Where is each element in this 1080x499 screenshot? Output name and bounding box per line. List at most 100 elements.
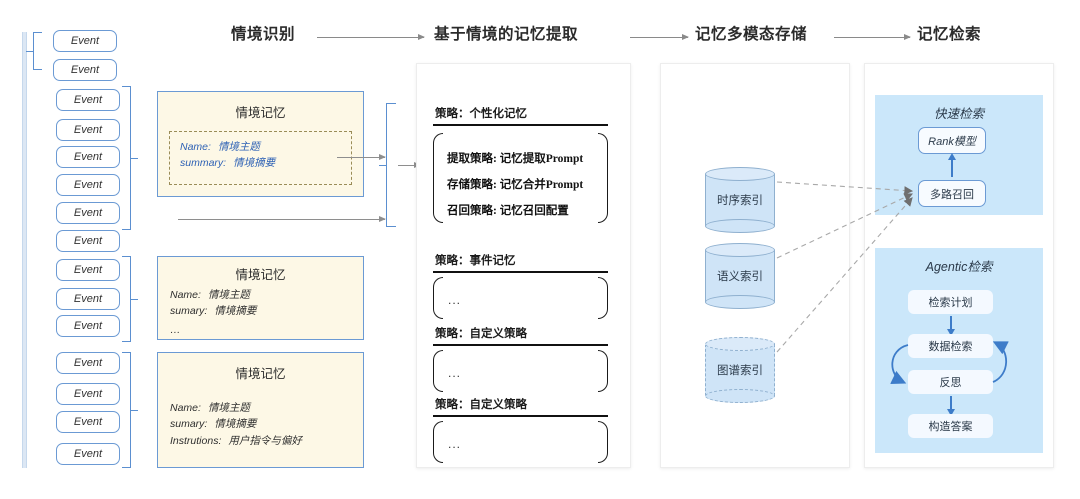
event-box[interactable]: Event xyxy=(56,174,120,196)
cylinder-bottom xyxy=(705,219,775,233)
strategy-rule-1 xyxy=(433,124,608,127)
context-memory-card-3[interactable]: 情境记忆 Name: 情境主题 sumary: 情境摘要 Instrutions… xyxy=(157,352,364,468)
card-row-value: 情境主题 xyxy=(207,289,250,301)
stage-arrow-3 xyxy=(834,33,911,40)
card-row-value: 用户指令与偏好 xyxy=(228,434,302,447)
card-row-key: summary: xyxy=(180,157,227,170)
strategy-rule-3 xyxy=(433,344,608,347)
strategy-row-1-2: 存储策略: 记忆合并Prompt xyxy=(447,176,583,192)
event-box[interactable]: Event xyxy=(56,230,120,252)
strategy-brace-right-3 xyxy=(598,350,608,392)
card-row-key: … xyxy=(170,323,181,336)
card-row-value: 情境摘要 xyxy=(233,157,276,170)
card-title: 情境记忆 xyxy=(235,268,286,282)
event-box[interactable]: Event xyxy=(56,288,120,310)
event-stream-rail xyxy=(22,32,27,468)
event-box[interactable]: Event xyxy=(56,443,120,465)
fast-node-multi-recall[interactable]: 多路召回 xyxy=(918,180,986,207)
fast-node-rank-model[interactable]: Rank模型 xyxy=(918,127,986,154)
strategy-title-1: 策略：个性化记忆 xyxy=(435,108,527,120)
stage-label-3: 记忆多模态存储 xyxy=(695,26,808,43)
strategy-placeholder-3: ... xyxy=(448,366,462,380)
stage-arrow-1 xyxy=(317,33,425,40)
event-box[interactable]: Event xyxy=(56,146,120,168)
card-row-key: sumary: xyxy=(170,305,208,318)
card-detail-box: Name: 情境主题 summary: 情境摘要 xyxy=(169,131,352,185)
stage-arrow-2 xyxy=(630,33,689,40)
card-row-value: 情境主题 xyxy=(217,141,260,153)
event-box[interactable]: Event xyxy=(56,259,120,281)
agentic-node-answer[interactable]: 构造答案 xyxy=(908,414,993,438)
event-box[interactable]: Event xyxy=(56,89,120,111)
agentic-node-reflect[interactable]: 反思 xyxy=(908,370,993,394)
stage-label-4: 记忆检索 xyxy=(917,26,982,43)
cylinder-bottom xyxy=(705,389,775,403)
event-box[interactable]: Event xyxy=(56,411,120,433)
event-box[interactable]: Event xyxy=(53,59,117,81)
cylinder-body xyxy=(705,250,775,302)
rank-arrow xyxy=(948,153,955,177)
strategy-row-value: 记忆合并Prompt xyxy=(499,179,584,191)
event-box[interactable]: Event xyxy=(56,119,120,141)
event-group-bracket-1 xyxy=(33,32,42,70)
event-box[interactable]: Event xyxy=(56,315,120,337)
fast-retrieval-title: 快速检索 xyxy=(933,107,984,121)
event-group-bracket-3 xyxy=(122,256,131,342)
index-label: 时序索引 xyxy=(717,195,763,207)
strategy-brace-right-4 xyxy=(598,421,608,463)
strategy-brace-left-1 xyxy=(433,133,443,223)
event-group-nub-1 xyxy=(26,51,33,53)
cylinder-top xyxy=(705,167,775,181)
strategy-row-1-3: 召回策略: 记忆召回配置 xyxy=(447,202,569,218)
strategy-collector-bracket xyxy=(386,103,396,227)
context-memory-card-1[interactable]: 情境记忆 Name: 情境主题 summary: 情境摘要 xyxy=(157,91,364,197)
cylinder-bottom xyxy=(705,295,775,309)
strategy-brace-left-3 xyxy=(433,350,443,392)
card-row-key: Name: xyxy=(180,141,211,153)
event-group-nub-3 xyxy=(131,299,138,301)
event-group-bracket-2 xyxy=(122,86,131,230)
strategy-row-1-1: 提取策略: 记忆提取Prompt xyxy=(447,150,583,166)
strategy-rule-4 xyxy=(433,415,608,418)
agentic-node-search[interactable]: 数据检索 xyxy=(908,334,993,358)
strategy-collector-nub xyxy=(379,165,386,167)
index-cylinder-graph[interactable]: 图谱索引 xyxy=(705,337,775,403)
strategy-row-key: 存储策略: xyxy=(447,179,497,191)
stage-label-1: 情境识别 xyxy=(231,26,296,43)
card-row-value: 情境摘要 xyxy=(214,418,257,431)
stage-label-2: 基于情境的记忆提取 xyxy=(434,26,579,43)
index-label: 语义索引 xyxy=(717,271,763,283)
plan-to-search-arrow xyxy=(947,316,954,336)
agentic-node-plan[interactable]: 检索计划 xyxy=(908,290,993,314)
strategy-brace-right-1 xyxy=(598,133,608,223)
strategy-row-key: 提取策略: xyxy=(447,153,497,165)
event-box[interactable]: Event xyxy=(56,352,120,374)
card-row-key: Instrutions: xyxy=(170,434,222,447)
cylinder-top xyxy=(705,243,775,257)
card-row-key: Name: xyxy=(170,289,201,301)
index-cylinder-time[interactable]: 时序索引 xyxy=(705,167,775,233)
strategy-title-3: 策略：自定义策略 xyxy=(435,328,527,340)
strategy-placeholder-2: ... xyxy=(448,293,462,307)
card-row-key: sumary: xyxy=(170,418,208,431)
cylinder-body xyxy=(705,174,775,226)
event-group-nub-4 xyxy=(131,410,138,412)
card-title: 情境记忆 xyxy=(235,367,286,381)
strategy-title-4: 策略：自定义策略 xyxy=(435,399,527,411)
strategy-rule-2 xyxy=(433,271,608,274)
strategy-row-key: 召回策略: xyxy=(447,205,497,217)
strategy-title-2: 策略：事件记忆 xyxy=(435,255,516,267)
index-cylinder-semantic[interactable]: 语义索引 xyxy=(705,243,775,309)
index-label: 图谱索引 xyxy=(717,365,763,377)
event-box[interactable]: Event xyxy=(56,383,120,405)
strategy-row-value: 记忆提取Prompt xyxy=(499,153,584,165)
event-group-nub-2 xyxy=(131,158,138,160)
event-box[interactable]: Event xyxy=(56,202,120,224)
strategy-placeholder-4: ... xyxy=(448,437,462,451)
card-to-collector-arrow-1 xyxy=(337,153,386,161)
cylinder-body xyxy=(705,344,775,396)
event-box[interactable]: Event xyxy=(53,30,117,52)
context-memory-card-2[interactable]: 情境记忆 Name: 情境主题 sumary: 情境摘要 … xyxy=(157,256,364,340)
strategy-brace-right-2 xyxy=(598,277,608,319)
